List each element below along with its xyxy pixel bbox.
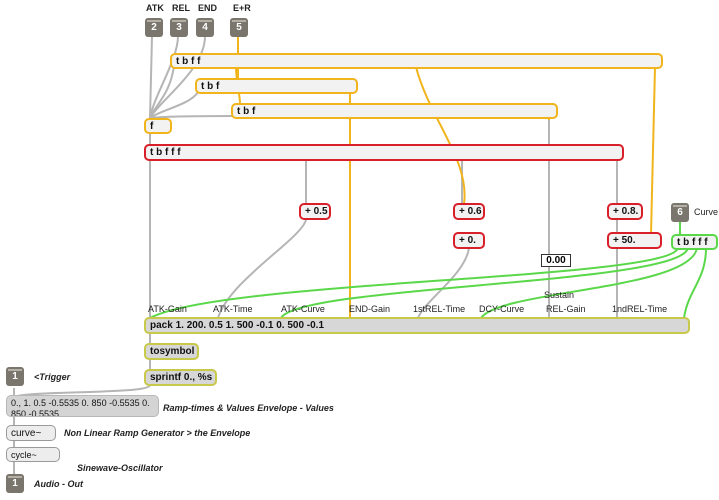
- end-preset-button[interactable]: 4: [196, 18, 214, 37]
- pack-label-1nd-rel-time: 1ndREL-Time: [612, 304, 668, 314]
- end-header: END: [198, 3, 218, 13]
- pack-label-1st-rel-time: 1stREL-Time: [413, 304, 466, 314]
- trigger-tbff[interactable]: t b f f: [170, 53, 663, 69]
- ramp-comment: Ramp-times & Values Envelope - Values: [163, 403, 334, 413]
- sine-comment: Sinewave-Oscillator: [77, 463, 163, 473]
- cycle-tilde-object[interactable]: cycle~: [6, 447, 60, 462]
- pack-label-atk-curve: ATK-Curve: [281, 304, 325, 314]
- pack-label-atk-gain: ATK-Gain: [148, 304, 187, 314]
- trigger-tbfff-curve[interactable]: t b f f f: [671, 234, 718, 250]
- sustain-label: Sustain: [544, 290, 575, 300]
- pack-label-rel-gain: REL-Gain: [546, 304, 586, 314]
- trigger-tbf-1[interactable]: t b f: [195, 78, 358, 94]
- trigger-comment: <Trigger: [34, 372, 71, 382]
- sprintf-object[interactable]: sprintf 0., %s: [144, 369, 217, 386]
- rel-preset-button[interactable]: 3: [170, 18, 188, 37]
- er-preset-button[interactable]: 5: [230, 18, 248, 37]
- sustain-number-box[interactable]: 0.00: [541, 254, 571, 267]
- add-05-object[interactable]: + 0.5: [299, 203, 331, 220]
- tosymbol-object[interactable]: tosymbol: [144, 343, 199, 360]
- add-0-object[interactable]: + 0.: [453, 232, 485, 249]
- er-header: E+R: [233, 3, 251, 13]
- pack-label-atk-time: ATK-Time: [213, 304, 253, 314]
- envelope-message-box[interactable]: 0., 1. 0.5 -0.5535 0. 850 -0.5535 0. 850…: [6, 395, 159, 417]
- rel-header: REL: [172, 3, 190, 13]
- audio-comment: Audio - Out: [34, 479, 83, 489]
- float-object[interactable]: f: [144, 118, 172, 134]
- trigger-tbfff-main[interactable]: t b f f f: [144, 144, 624, 161]
- atk-preset-button[interactable]: 2: [145, 18, 163, 37]
- audio-out-button[interactable]: 1: [6, 474, 24, 493]
- add-06-object[interactable]: + 0.6: [453, 203, 485, 220]
- nonlinear-comment: Non Linear Ramp Generator > the Envelope: [64, 428, 251, 438]
- trigger-button[interactable]: 1: [6, 367, 24, 386]
- pack-object[interactable]: pack 1. 200. 0.5 1. 500 -0.1 0. 500 -0.1: [144, 317, 690, 334]
- trigger-tbf-2[interactable]: t b f: [231, 103, 558, 119]
- atk-header: ATK: [146, 3, 164, 13]
- pack-label-dcy-curve: DCY-Curve: [479, 304, 525, 314]
- pack-label-end-gain: END-Gain: [349, 304, 391, 314]
- curve-preset-button[interactable]: 6: [671, 203, 689, 222]
- add-50-object[interactable]: + 50.: [607, 232, 662, 249]
- curve-label: Curve: [694, 207, 719, 217]
- add-08-object[interactable]: + 0.8.: [607, 203, 643, 220]
- curve-tilde-object[interactable]: curve~: [6, 425, 56, 441]
